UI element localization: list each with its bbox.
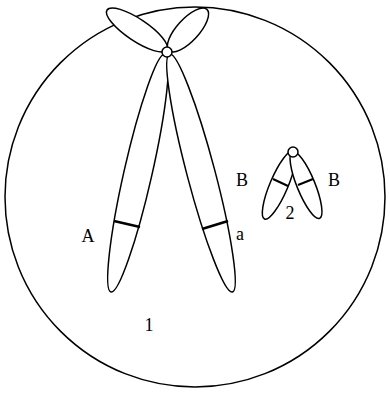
gene-bands-1 — [114, 221, 228, 229]
chromatid-arm — [97, 51, 178, 295]
chromosome-2 — [256, 147, 328, 223]
gene-bands-2 — [273, 179, 313, 186]
gene-label: A — [82, 227, 95, 245]
cell-membrane — [5, 7, 385, 387]
centromere — [162, 47, 172, 57]
gene-label: B — [328, 171, 340, 189]
gene-label: B — [236, 171, 248, 189]
gene-band — [114, 221, 140, 227]
chromatid-arm — [284, 148, 328, 221]
chromosome-number: 2 — [286, 204, 295, 222]
gene-band — [298, 179, 313, 185]
chromatid-arm — [156, 51, 246, 296]
centromere — [288, 147, 298, 157]
gene-band — [273, 179, 288, 186]
chromatid-arm — [161, 2, 215, 58]
gene-label: a — [236, 225, 244, 243]
chromosome-number: 1 — [145, 316, 154, 334]
gene-band — [202, 221, 228, 229]
chromatid-arm — [101, 1, 173, 59]
chromosome-1 — [97, 1, 246, 296]
